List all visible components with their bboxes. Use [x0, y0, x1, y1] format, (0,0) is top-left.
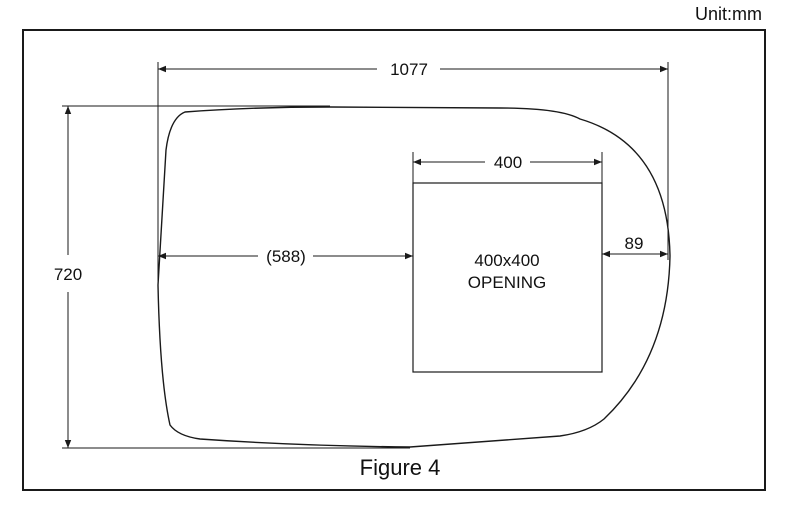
figure-caption: Figure 4	[359, 455, 441, 480]
dimension-label-opening-width: 400	[494, 153, 522, 172]
drawing-frame	[22, 29, 766, 491]
dimension-label-clearance: 89	[625, 234, 644, 253]
dimension-label-width: 720	[54, 265, 82, 284]
dimension-label-offset: (588)	[266, 247, 306, 266]
opening-rectangle	[412, 182, 603, 373]
opening-label-size: 400x400	[474, 251, 539, 270]
seat-outline	[157, 106, 671, 448]
unit-label: Unit:mm	[695, 4, 762, 24]
opening-label-text: OPENING	[468, 273, 546, 292]
dimension-label-length: 1077	[390, 60, 428, 79]
